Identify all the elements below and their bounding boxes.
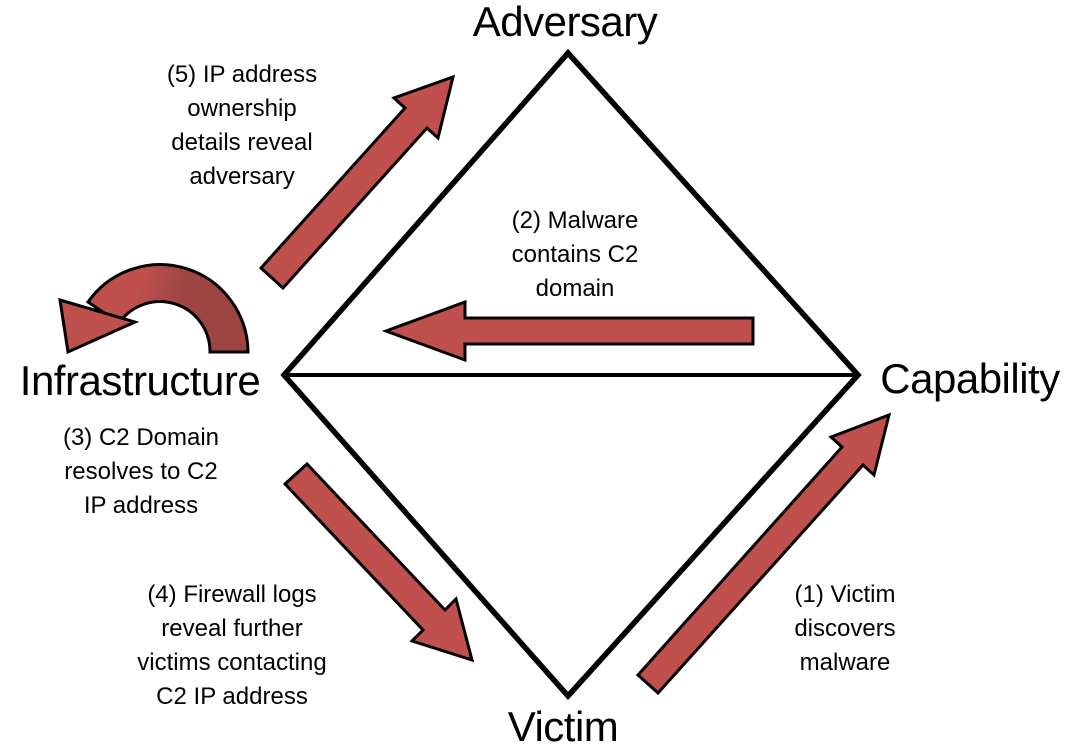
curved-arrow-head xyxy=(58,297,140,355)
node-label-capability: Capability xyxy=(880,355,1060,402)
arrow-step5 xyxy=(258,74,456,291)
annotation-step1: (1) Victim discovers malware xyxy=(794,581,896,676)
curved-arrow-band xyxy=(85,263,250,354)
node-label-adversary: Adversary xyxy=(472,0,658,45)
annotation-step2: (2) Malware contains C2 domain xyxy=(511,207,639,302)
diamond-outline xyxy=(280,48,862,701)
annotation-step5: (5) IP address ownership details reveal … xyxy=(166,61,318,190)
arrow-step1 xyxy=(635,412,892,696)
annotation-step3: (3) C2 Domain resolves to C2 IP address xyxy=(62,424,220,519)
arrow-step4 xyxy=(282,461,475,663)
node-label-infrastructure: Infrastructure xyxy=(19,357,261,404)
node-label-victim: Victim xyxy=(507,703,619,750)
annotation-step4: (4) Firewall logs reveal further victims… xyxy=(137,581,327,710)
curved-arrow-step3 xyxy=(58,263,250,355)
arrow-step2 xyxy=(381,299,755,363)
